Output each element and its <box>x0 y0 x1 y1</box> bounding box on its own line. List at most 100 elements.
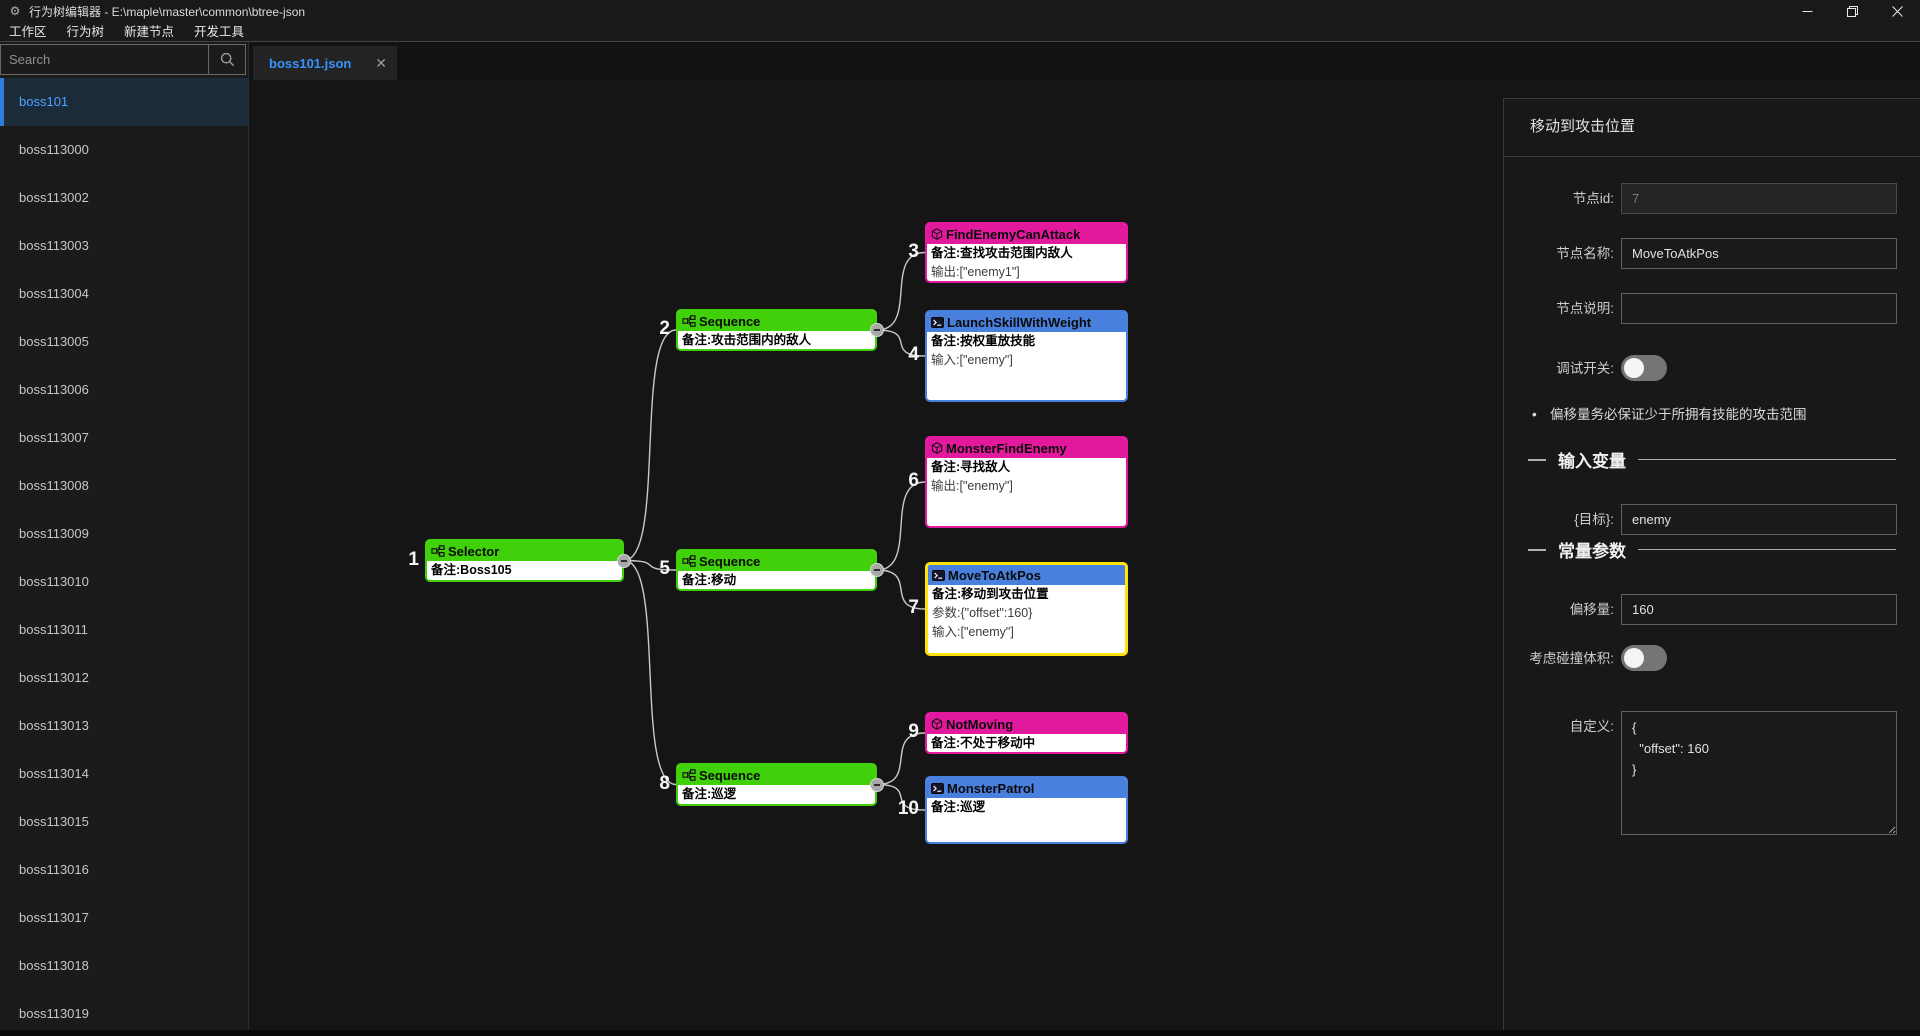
sidebar-item-boss113012[interactable]: boss113012 <box>19 670 89 685</box>
node-id-field <box>1621 183 1897 214</box>
sidebar-item-boss113010[interactable]: boss113010 <box>19 574 89 589</box>
tree-edge <box>623 559 677 571</box>
tree-node-MonsterPatrol[interactable]: MonsterPatrol 备注:巡逻 <box>925 776 1128 844</box>
menu-item-workspace[interactable]: 工作区 <box>9 24 47 39</box>
sidebar-item-boss113018[interactable]: boss113018 <box>19 958 89 973</box>
minimize-button[interactable] <box>1785 0 1830 22</box>
node-line: 备注:巡逻 <box>682 787 737 801</box>
tree-edge <box>876 783 926 811</box>
tree-edge <box>876 329 926 357</box>
node-number-3: 3 <box>908 240 919 262</box>
section-dash <box>1528 458 1546 461</box>
sidebar-item-boss113008[interactable]: boss113008 <box>19 478 89 493</box>
menu-item-new-node[interactable]: 新建节点 <box>124 24 175 39</box>
node-number-2: 2 <box>659 318 670 339</box>
menu-bar: 工作区 行为树 新建节点 开发工具 <box>0 22 1920 42</box>
tree-node-Sequence[interactable]: Sequence 备注:巡逻 <box>676 763 877 806</box>
collapse-port[interactable] <box>617 553 631 568</box>
sidebar-item-boss113015[interactable]: boss113015 <box>19 814 89 829</box>
debug-switch-label: 调试开关: <box>1556 361 1614 376</box>
tree-node-Sequence[interactable]: Sequence 备注:攻击范围内的敌人 <box>676 309 877 351</box>
node-title: Sequence <box>699 767 761 783</box>
sidebar-item-boss113017[interactable]: boss113017 <box>19 910 89 925</box>
sidebar-item-boss113013[interactable]: boss113013 <box>19 718 89 733</box>
search-icon <box>220 52 234 67</box>
tree-node-Sequence[interactable]: Sequence 备注:移动 <box>676 549 877 591</box>
debug-toggle[interactable] <box>1621 355 1667 381</box>
node-line: 备注:不处于移动中 <box>931 736 1036 750</box>
tab-close-icon[interactable]: ✕ <box>375 54 387 71</box>
node-line: 备注:Boss105 <box>431 563 512 577</box>
cube-icon <box>931 442 943 454</box>
tree-node-NotMoving[interactable]: NotMoving 备注:不处于移动中 <box>925 712 1128 754</box>
tree-edge <box>876 481 926 571</box>
sidebar-item-boss113007[interactable]: boss113007 <box>19 430 89 445</box>
sidebar-item-boss113004[interactable]: boss113004 <box>19 286 89 301</box>
node-title: MonsterPatrol <box>947 780 1035 796</box>
search-button[interactable] <box>208 45 245 74</box>
sidebar-item-boss113014[interactable]: boss113014 <box>19 766 89 781</box>
node-header: Sequence <box>678 551 875 571</box>
tree-edge <box>876 732 926 786</box>
node-title: FindEnemyCanAttack <box>946 226 1081 242</box>
tree-edge <box>876 251 926 331</box>
node-line: 备注:查找攻击范围内敌人 <box>931 246 1073 260</box>
node-title: Sequence <box>699 553 761 569</box>
sidebar-item-boss113009[interactable]: boss113009 <box>19 526 89 541</box>
sidebar-item-boss101[interactable]: boss101 <box>0 78 248 126</box>
node-title: Sequence <box>699 313 761 329</box>
sidebar-item-boss113005[interactable]: boss113005 <box>19 334 89 349</box>
node-header: Sequence <box>678 765 875 785</box>
collision-switch-label: 考虑碰撞体积: <box>1529 651 1614 666</box>
tree-edge <box>623 329 677 562</box>
offset-field[interactable] <box>1621 594 1897 625</box>
node-body: 备注:按权重放技能输入:["enemy"] <box>927 332 1126 370</box>
target-field[interactable] <box>1621 504 1897 535</box>
node-body: 备注:移动 <box>678 571 875 589</box>
node-title: MonsterFindEnemy <box>946 440 1067 456</box>
sidebar-item-boss113002[interactable]: boss113002 <box>19 190 89 205</box>
menu-item-behavior-tree[interactable]: 行为树 <box>66 24 105 39</box>
toggle-knob <box>1624 648 1644 668</box>
tab-boss101[interactable]: boss101.json ✕ <box>253 46 397 80</box>
search-box <box>0 44 246 75</box>
search-input[interactable] <box>1 45 208 74</box>
collapse-port[interactable] <box>870 323 884 337</box>
node-header: NotMoving <box>927 714 1126 734</box>
node-number-1: 1 <box>408 548 419 570</box>
collapse-port[interactable] <box>870 563 884 577</box>
node-line: 备注:攻击范围内的敌人 <box>682 333 812 347</box>
sidebar-item-boss113019[interactable]: boss113019 <box>19 1006 89 1021</box>
restore-button[interactable] <box>1830 0 1875 22</box>
cube-icon <box>931 228 943 240</box>
panel-divider <box>1504 156 1920 157</box>
node-number-9: 9 <box>908 721 919 742</box>
composite-node-icon <box>682 769 696 781</box>
tree-edge <box>876 569 926 610</box>
node-desc-field[interactable] <box>1621 293 1897 324</box>
node-body: 备注:巡逻 <box>927 798 1126 817</box>
node-name-field[interactable] <box>1621 238 1897 269</box>
menu-item-dev-tools[interactable]: 开发工具 <box>194 24 245 39</box>
custom-json-field[interactable] <box>1621 711 1897 835</box>
collision-toggle[interactable] <box>1621 645 1667 671</box>
app-icon: ⚙ <box>9 4 21 18</box>
node-line: 输出:["enemy"] <box>931 479 1013 493</box>
offset-note: 偏移量务必保证少于所拥有技能的攻击范围 <box>1532 405 1906 425</box>
sidebar-item-boss113000[interactable]: boss113000 <box>19 142 89 157</box>
close-button[interactable] <box>1875 0 1920 22</box>
section-const-params: 常量参数 <box>1504 537 1920 562</box>
sidebar-item-boss113006[interactable]: boss113006 <box>19 382 89 397</box>
sidebar-item-boss113016[interactable]: boss113016 <box>19 862 89 877</box>
collapse-port[interactable] <box>870 777 884 792</box>
sidebar-item-boss113003[interactable]: boss113003 <box>19 238 89 253</box>
sidebar-item-boss113011[interactable]: boss113011 <box>19 622 88 637</box>
node-body: 备注:Boss105 <box>427 561 622 580</box>
